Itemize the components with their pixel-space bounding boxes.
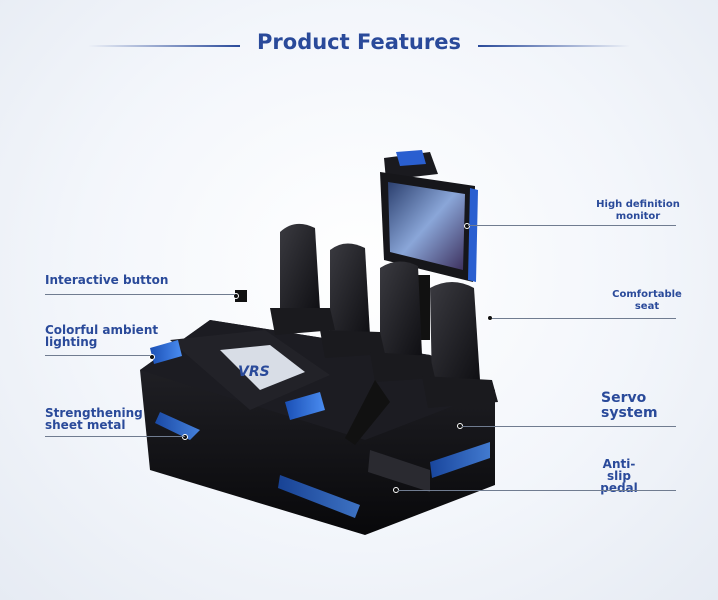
front-console: VRS: [150, 330, 330, 420]
console-logo: VRS: [238, 364, 270, 380]
dot-ambient: [149, 354, 155, 360]
page-title: Product Features: [257, 30, 461, 54]
callout-line-sheet-metal: [45, 436, 185, 437]
callout-sheet-metal: Strengthening sheet metal: [45, 407, 143, 431]
callout-line-interactive-button: [45, 294, 235, 295]
title-rule-left: [88, 45, 240, 47]
monitor: [380, 150, 478, 340]
callout-pedal: Anti-slip pedal: [592, 458, 646, 494]
dot-sheet-metal: [182, 434, 188, 440]
callout-servo-line1: Servo: [601, 390, 647, 406]
callout-seat: Comfortable seat: [608, 289, 686, 313]
callout-ambient-line2: lighting: [45, 335, 98, 349]
callout-servo: Servo system: [601, 391, 658, 421]
seats: [270, 223, 498, 408]
callout-line-seat: [492, 318, 676, 319]
callout-servo-line2: system: [601, 405, 658, 421]
callout-line-monitor: [468, 225, 676, 226]
callout-monitor-line2: monitor: [615, 211, 661, 222]
callout-line-ambient: [45, 355, 150, 356]
callout-sheet-line2: sheet metal: [45, 418, 126, 432]
callout-pedal-line1: Anti-slip: [602, 457, 636, 483]
callout-seat-line2: seat: [634, 301, 660, 312]
title-rule-right: [478, 45, 630, 47]
callout-interactive-button: Interactive button: [45, 273, 169, 287]
dot-monitor: [464, 223, 470, 229]
control-stick: [235, 290, 390, 445]
vr-simulator-illustration: VRS: [140, 150, 498, 535]
callout-ambient-line1: Colorful ambient: [45, 323, 159, 337]
callout-line-pedal: [398, 490, 676, 491]
callout-sheet-line1: Strengthening: [45, 406, 143, 420]
callout-monitor: High definition monitor: [596, 199, 680, 223]
callout-pedal-line2: pedal: [600, 481, 638, 495]
callout-ambient: Colorful ambient lighting: [45, 324, 158, 348]
callout-monitor-line1: High definition: [596, 199, 680, 210]
callout-seat-line1: Comfortable: [612, 289, 682, 300]
callout-line-servo: [462, 426, 676, 427]
header: Product Features: [0, 28, 718, 64]
